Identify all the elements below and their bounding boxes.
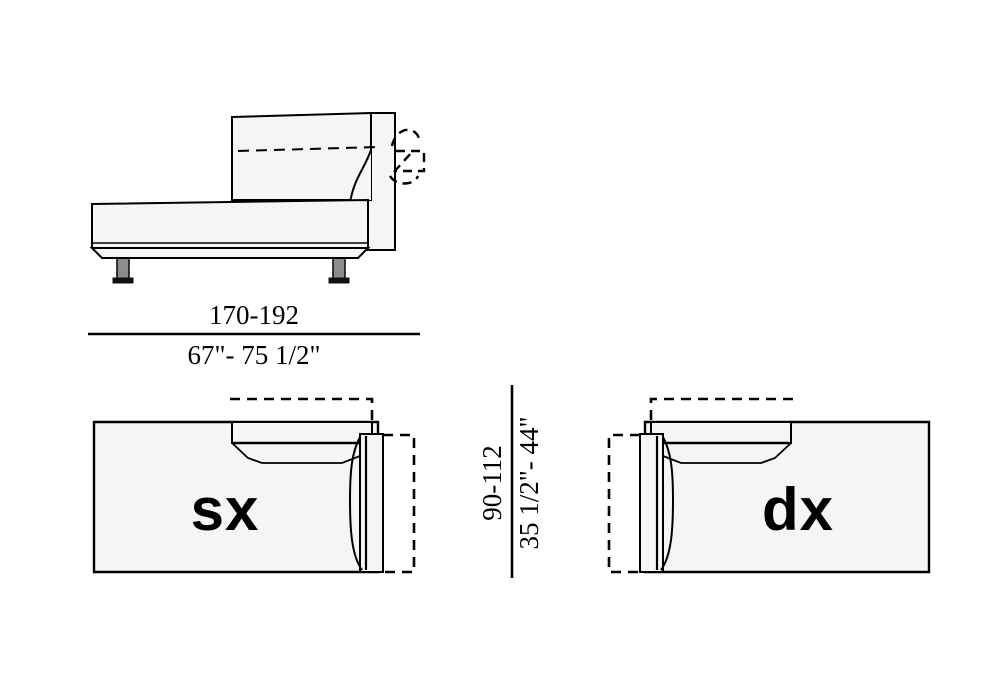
plan-left-armrest-curve xyxy=(348,436,363,571)
sofa-legs xyxy=(112,253,350,284)
depth-imperial-value: 35 1/2"- 44" xyxy=(514,416,544,549)
seat-base-taper xyxy=(89,247,371,259)
width-imperial-value: 67"- 75 1/2" xyxy=(187,340,320,370)
backrest-hidden-line xyxy=(237,146,379,152)
plan-view-right: dx xyxy=(607,397,931,574)
plan-right-armrest-curve xyxy=(660,436,675,571)
plan-left-armrest xyxy=(359,433,384,573)
extension-dashed-arc-bottom xyxy=(388,175,420,185)
extension-dashed-diagonal xyxy=(393,151,413,173)
width-dimension-group: 170-192 67"- 75 1/2" xyxy=(88,300,420,370)
plan-right-label: dx xyxy=(762,476,834,543)
extension-dashed-rect xyxy=(396,149,426,173)
plan-right-backrest xyxy=(650,421,792,444)
depth-metric-value: 90-112 xyxy=(477,445,507,521)
side-arm-panel xyxy=(367,112,396,251)
backrest-panel xyxy=(231,111,372,201)
plan-view-left: sx xyxy=(92,397,416,574)
side-elevation-view xyxy=(89,111,426,284)
seat-body xyxy=(91,198,369,249)
extension-dashed-arc-top xyxy=(390,128,422,147)
width-metric-value: 170-192 xyxy=(209,300,299,330)
plan-left-label: sx xyxy=(191,476,260,543)
leg-rear-foot xyxy=(328,277,350,284)
plan-left-backrest xyxy=(231,421,373,444)
leg-front-foot xyxy=(112,277,134,284)
optional-extension-detail xyxy=(388,128,426,185)
plan-right-armrest xyxy=(639,433,664,573)
backrest-curve-edge xyxy=(349,149,372,204)
depth-dimension-group: 90-112 35 1/2"- 44" xyxy=(477,385,544,578)
